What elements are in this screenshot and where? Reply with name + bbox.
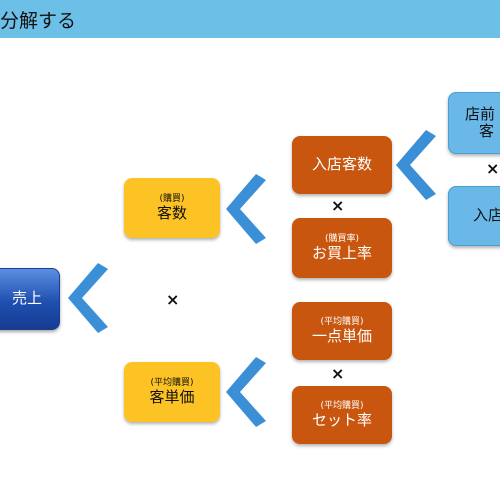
chevron-left-icon — [226, 357, 266, 427]
node-set-rate-small: (平均購買) — [320, 401, 364, 412]
times-operator-visitors: × — [331, 196, 345, 215]
node-set-rate[interactable]: (平均購買) セット率 — [292, 386, 392, 444]
node-purchase-rate-label: お買上率 — [311, 243, 372, 262]
node-front-traffic-line2: 客 — [479, 122, 495, 140]
node-customers[interactable]: (購買) 客数 — [124, 178, 220, 238]
node-set-rate-label: セット率 — [311, 410, 372, 429]
title-bar: 分解する — [0, 0, 500, 38]
node-front-traffic-line1: 店前 — [465, 104, 496, 123]
times-operator-level3: × — [486, 159, 500, 178]
node-item-price-small: (平均購買) — [320, 317, 364, 328]
times-operator-price: × — [331, 364, 345, 383]
chevron-left-icon — [68, 263, 108, 333]
node-unit-price[interactable]: (平均購買) 客単価 — [124, 362, 220, 422]
node-entry-label: 入店 — [473, 206, 500, 225]
node-front-traffic[interactable]: 店前 客 — [448, 92, 500, 154]
node-purchase-rate[interactable]: (購買率) お買上率 — [292, 218, 392, 278]
page-title: 分解する — [0, 10, 77, 32]
node-item-price-label: 一点単価 — [311, 326, 372, 345]
node-customers-small: (購買) — [159, 194, 185, 205]
node-visitors-label: 入店客数 — [311, 155, 372, 174]
times-operator-level1: × — [166, 290, 180, 309]
node-sales[interactable]: 売上 — [0, 268, 60, 330]
node-entry[interactable]: 入店 — [448, 186, 500, 246]
node-unit-price-small: (平均購買) — [150, 378, 194, 389]
node-sales-label: 売上 — [11, 289, 42, 308]
chevron-left-icon — [396, 130, 436, 200]
chevron-left-icon — [226, 174, 266, 244]
node-item-price[interactable]: (平均購買) 一点単価 — [292, 302, 392, 360]
node-visitors[interactable]: 入店客数 — [292, 136, 392, 194]
node-unit-price-label: 客単価 — [149, 387, 195, 406]
node-customers-label: 客数 — [156, 203, 187, 222]
node-purchase-rate-small: (購買率) — [324, 234, 360, 245]
